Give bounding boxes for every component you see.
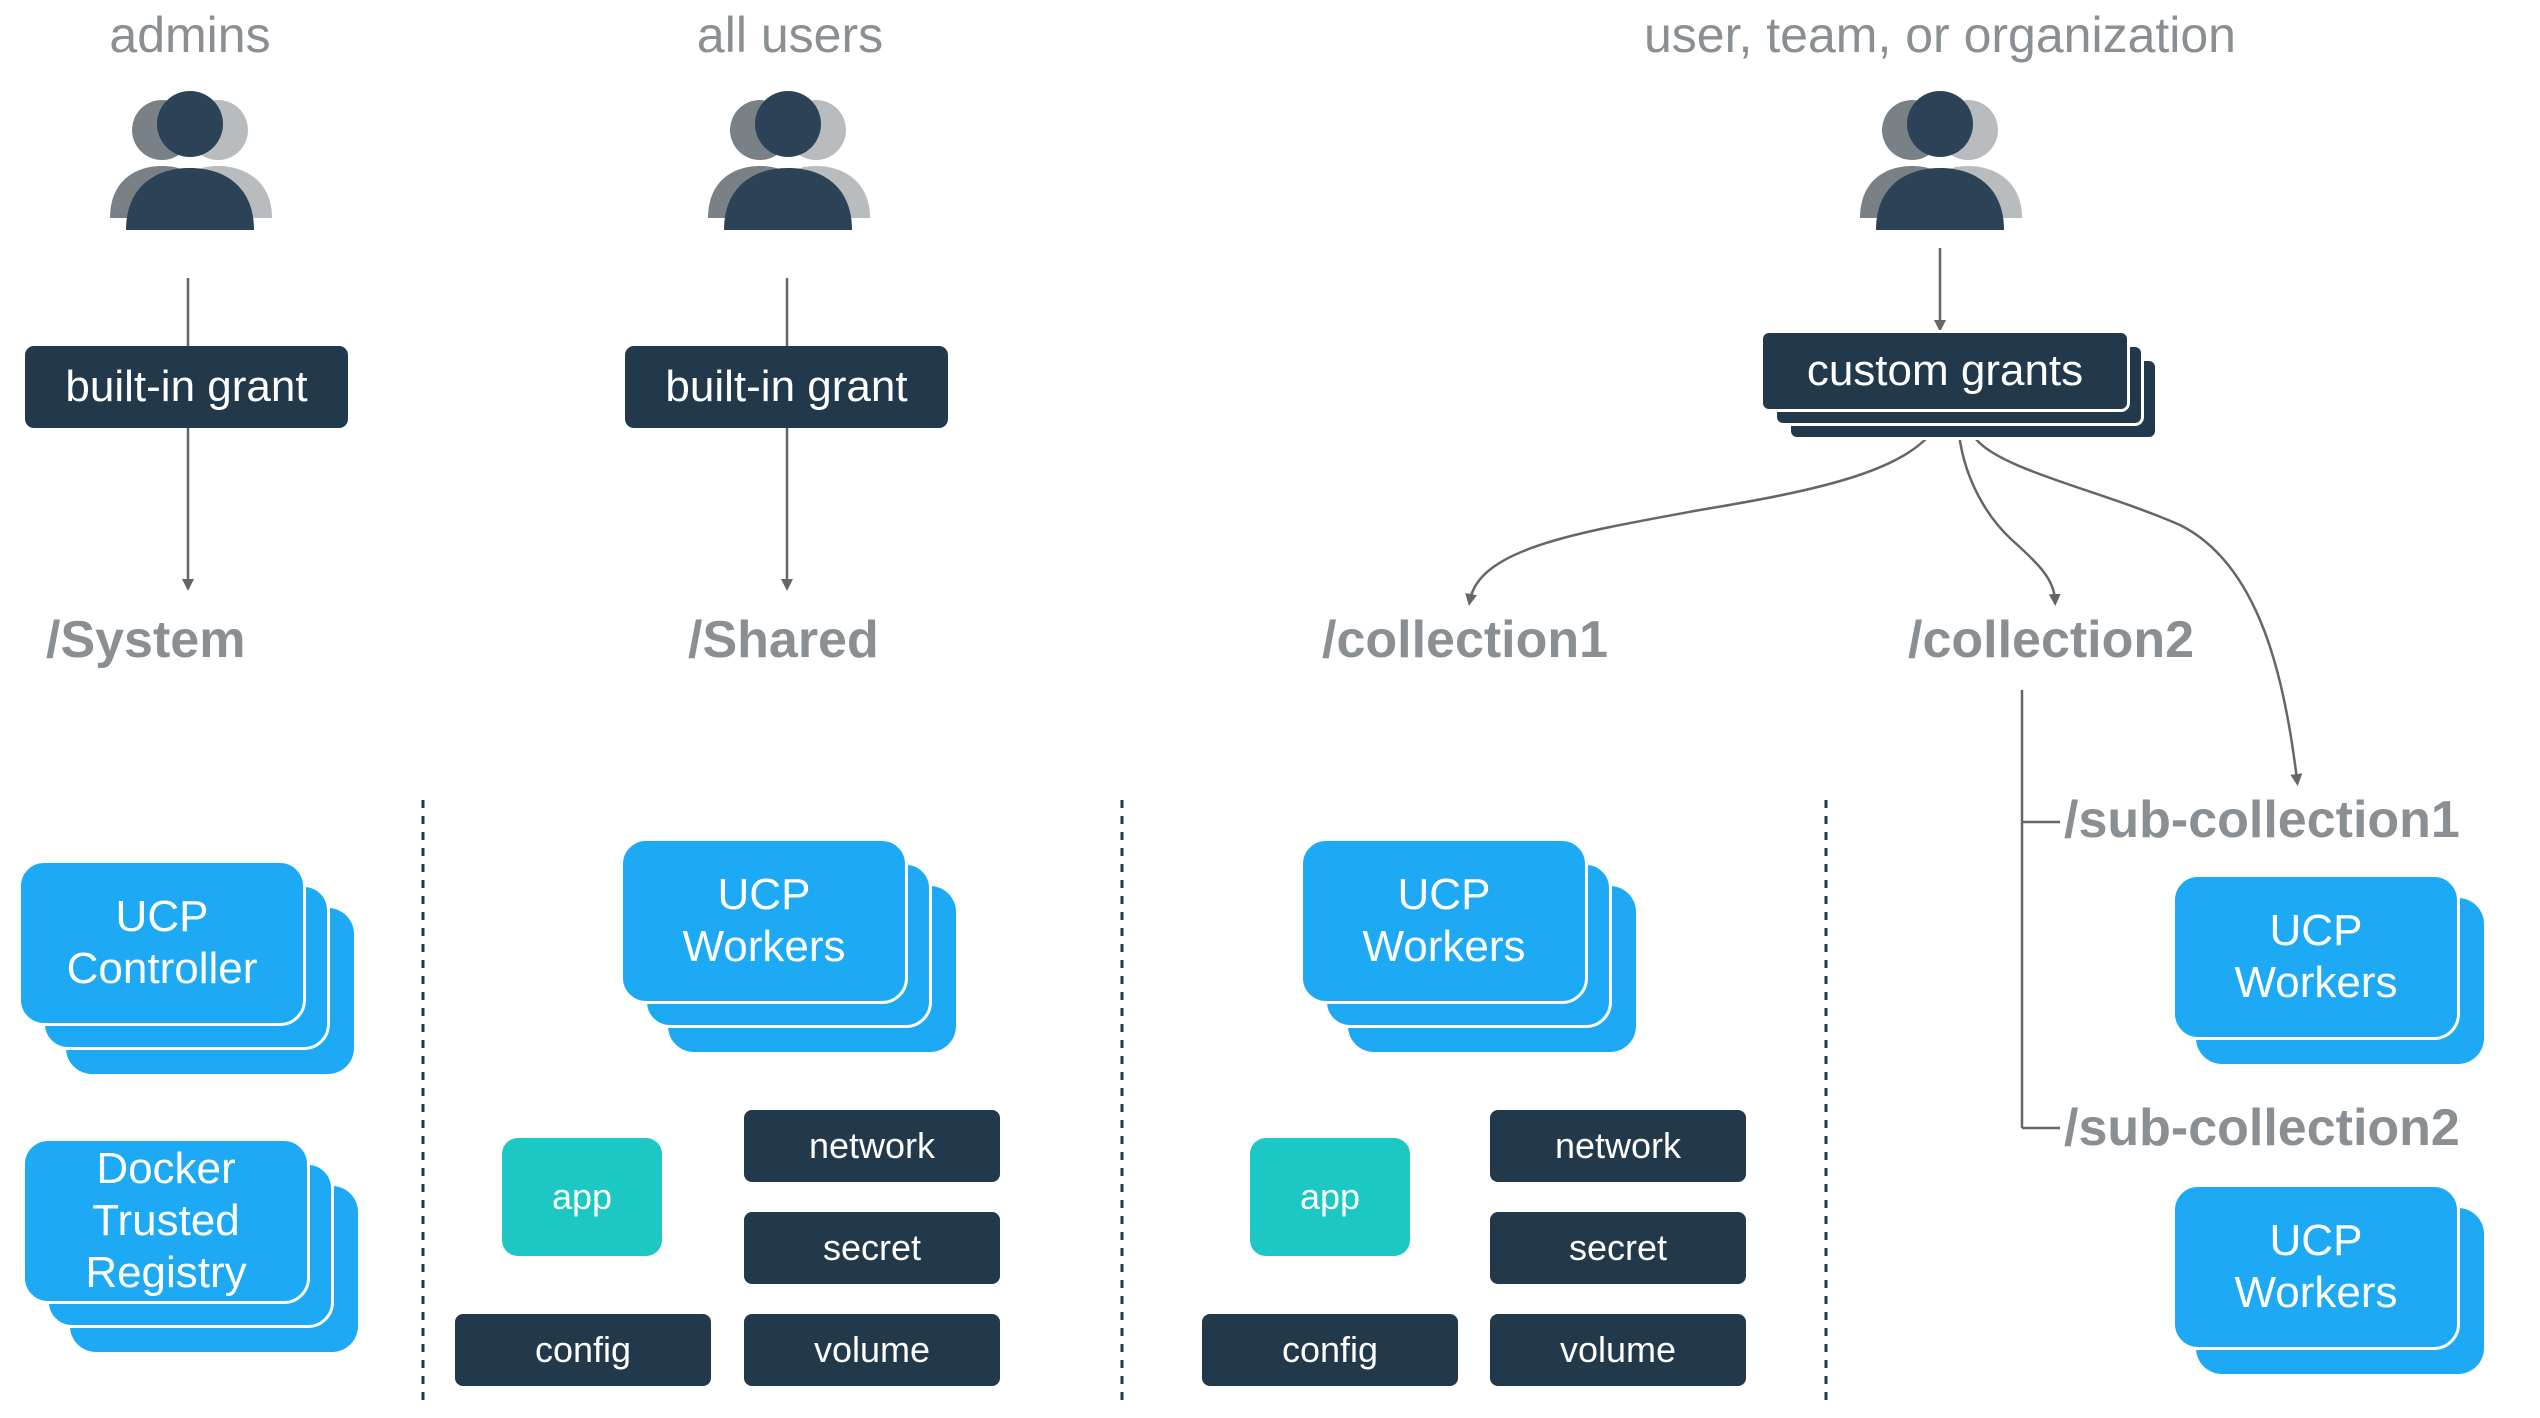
shared-secret: secret <box>744 1212 1000 1284</box>
shared-config: config <box>455 1314 711 1386</box>
audience-custom: user, team, or organization <box>1644 7 2236 63</box>
collection1-network: network <box>1490 1110 1746 1182</box>
collection1-app: app <box>1250 1138 1410 1256</box>
users-group-icon <box>708 91 870 230</box>
collection-2: /collection2 <box>1908 611 2195 669</box>
collection1-workers-stack: UCP Workers <box>1300 838 1636 1058</box>
collection1-workers-label: UCP Workers <box>1300 838 1588 1004</box>
audience-admins: admins <box>109 7 271 63</box>
dtr-label: Docker Trusted Registry <box>22 1138 310 1304</box>
dtr-stack: Docker Trusted Registry <box>22 1138 358 1358</box>
shared-grant-box: built-in grant <box>625 346 948 428</box>
collection-1: /collection1 <box>1322 611 1609 669</box>
users-group-icon <box>1860 91 2022 230</box>
sub1-workers-label: UCP Workers <box>2172 874 2460 1040</box>
collection1-config: config <box>1202 1314 1458 1386</box>
collection2-arrow <box>1956 423 2061 606</box>
sub1-workers-stack: UCP Workers <box>2172 874 2484 1064</box>
shared-volume: volume <box>744 1314 1000 1386</box>
collection1-volume: volume <box>1490 1314 1746 1386</box>
sub-collection1-arrow <box>1974 437 2303 786</box>
collection1-secret: secret <box>1490 1212 1746 1284</box>
users-group-icon <box>110 91 272 230</box>
sub2-workers-label: UCP Workers <box>2172 1184 2460 1350</box>
shared-network: network <box>744 1110 1000 1182</box>
audience-all-users: all users <box>696 7 884 63</box>
sub2-workers-stack: UCP Workers <box>2172 1184 2484 1374</box>
custom-grants-stack: custom grants <box>1760 330 2158 440</box>
sub-collection-1: /sub-collection1 <box>2064 791 2460 849</box>
collection1-arrow <box>1465 419 1942 606</box>
custom-grants-label: custom grants <box>1760 330 2130 412</box>
system-grant-box: built-in grant <box>25 346 348 428</box>
ucp-controller-label: UCP Controller <box>18 860 306 1026</box>
shared-app: app <box>502 1138 662 1256</box>
collection-system: /System <box>46 611 246 669</box>
collection-shared: /Shared <box>688 611 879 669</box>
shared-workers-label: UCP Workers <box>620 838 908 1004</box>
sub-collection-2: /sub-collection2 <box>2064 1099 2460 1157</box>
shared-workers-stack: UCP Workers <box>620 838 956 1058</box>
ucp-controller-stack: UCP Controller <box>18 860 354 1080</box>
